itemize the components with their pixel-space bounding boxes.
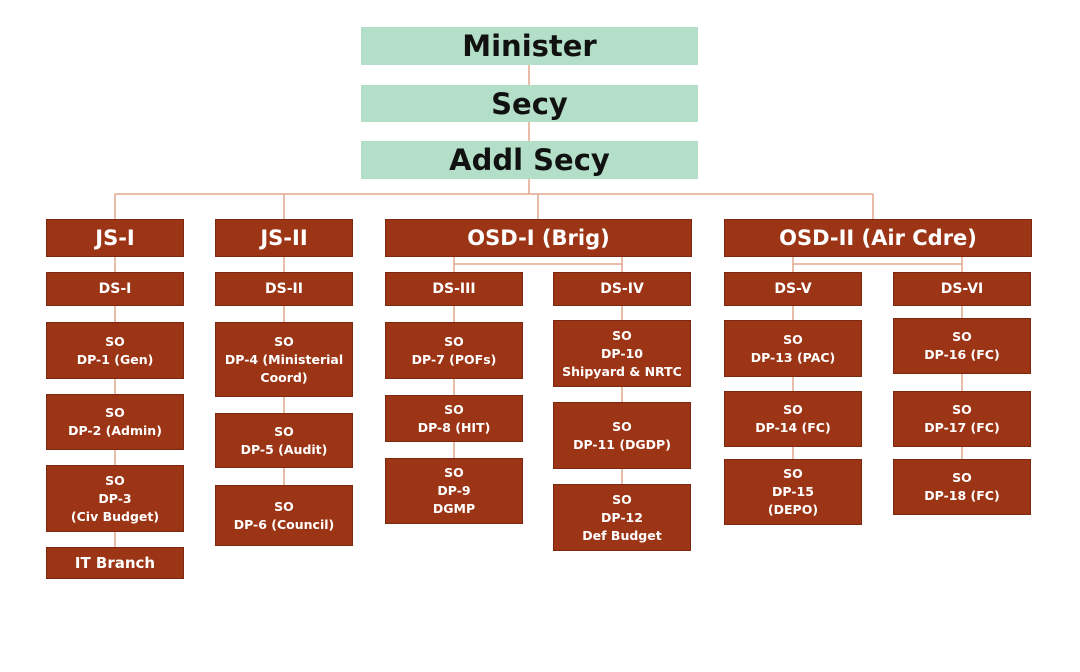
box-dp-4: SO DP-4 (Ministerial Coord) <box>215 322 353 397</box>
box-ds-vi: DS-VI <box>893 272 1031 306</box>
box-dp-6: SO DP-6 (Council) <box>215 485 353 546</box>
box-dp-3: SO DP-3 (Civ Budget) <box>46 465 184 532</box>
box-osd-i: OSD-I (Brig) <box>385 219 692 257</box>
box-dp-14: SO DP-14 (FC) <box>724 391 862 447</box>
box-dp-5: SO DP-5 (Audit) <box>215 413 353 468</box>
box-dp-9: SO DP-9 DGMP <box>385 458 523 524</box>
box-ds-iii: DS-III <box>385 272 523 306</box>
box-dp-17: SO DP-17 (FC) <box>893 391 1031 447</box>
connector-lines <box>114 65 963 547</box>
box-dp-2: SO DP-2 (Admin) <box>46 394 184 450</box>
box-secy: Secy <box>361 85 698 122</box>
box-ds-i: DS-I <box>46 272 184 306</box>
box-minister: Minister <box>361 27 698 65</box>
box-dp-13: SO DP-13 (PAC) <box>724 320 862 377</box>
box-dp-11: SO DP-11 (DGDP) <box>553 402 691 469</box>
box-ds-iv: DS-IV <box>553 272 691 306</box>
box-dp-18: SO DP-18 (FC) <box>893 459 1031 515</box>
box-js-ii: JS-II <box>215 219 353 257</box>
box-ds-ii: DS-II <box>215 272 353 306</box>
box-dp-7: SO DP-7 (POFs) <box>385 322 523 379</box>
box-it-branch: IT Branch <box>46 547 184 579</box>
box-dp-10: SO DP-10 Shipyard & NRTC <box>553 320 691 387</box>
box-dp-15: SO DP-15 (DEPO) <box>724 459 862 525</box>
box-dp-16: SO DP-16 (FC) <box>893 318 1031 374</box>
box-ds-v: DS-V <box>724 272 862 306</box>
box-addl-secy: Addl Secy <box>361 141 698 179</box>
box-osd-ii: OSD-II (Air Cdre) <box>724 219 1032 257</box>
box-dp-8: SO DP-8 (HIT) <box>385 395 523 442</box>
box-dp-1: SO DP-1 (Gen) <box>46 322 184 379</box>
box-js-i: JS-I <box>46 219 184 257</box>
box-dp-12: SO DP-12 Def Budget <box>553 484 691 551</box>
